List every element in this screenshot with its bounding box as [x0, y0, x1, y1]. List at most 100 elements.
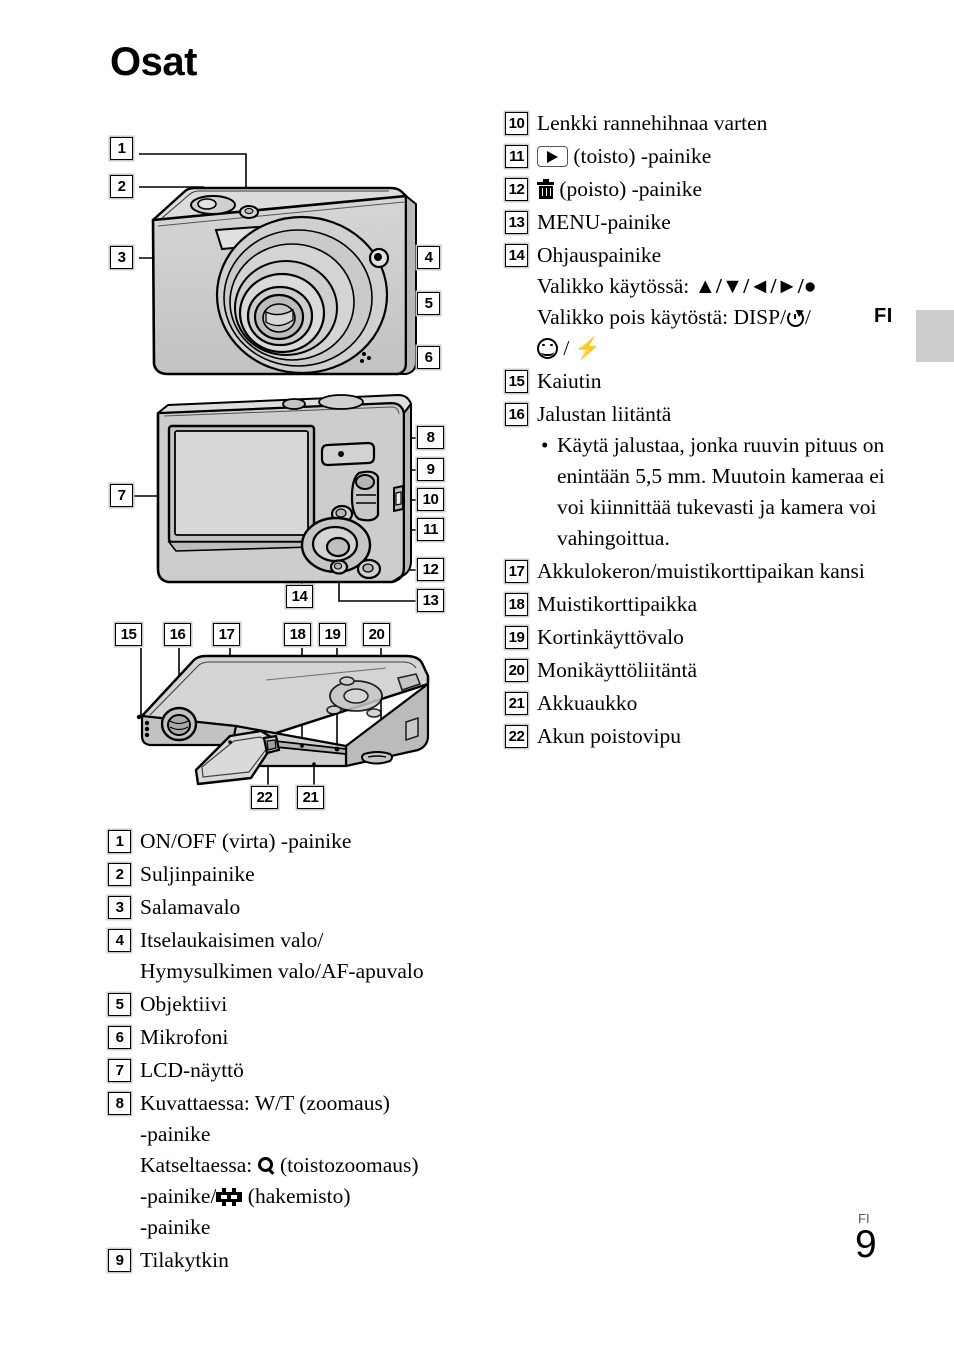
callout-15: 15: [115, 623, 142, 646]
callout-19: 19: [319, 623, 346, 646]
camera-bottom-view-figure: [106, 618, 466, 818]
zoom-button-index-line: -painike/ (hakemisto): [140, 1184, 351, 1208]
item-label: Tilakytkin: [140, 1248, 229, 1272]
item-label: Kaiutin: [537, 369, 602, 393]
item-label: Akun poistovipu: [537, 724, 681, 748]
list-item: 1 ON/OFF (virta) -painike: [108, 826, 488, 857]
item-label: (poisto) -painike: [537, 174, 885, 205]
flash-icon: ⚡: [574, 336, 601, 360]
list-item: 13 MENU-painike: [505, 207, 885, 238]
playback-zoom-icon: [257, 1157, 275, 1174]
camera-rear-right-edge: [391, 403, 412, 583]
item-number: 18: [505, 593, 528, 616]
list-item: 19 Kortinkäyttövalo: [505, 622, 885, 653]
language-tab-marker: [916, 310, 954, 362]
item-label: MENU-painike: [537, 210, 671, 234]
footer-language: FI: [858, 1211, 870, 1226]
list-item: 20 Monikäyttöliitäntä: [505, 655, 885, 686]
battery-card-cover: [194, 729, 278, 786]
callout-5: 5: [417, 292, 440, 315]
microphone-holes: [360, 352, 371, 363]
page-number: 9: [855, 1223, 877, 1266]
item-number: 21: [505, 692, 528, 715]
item-label: LCD-näyttö: [140, 1058, 244, 1082]
item-label: Kortinkäyttövalo: [537, 625, 684, 649]
menu-disabled-line: Valikko pois käytöstä: DISP//: [537, 305, 812, 329]
list-item: 17 Akkulokeron/muistikorttipaikan kansi: [505, 556, 885, 587]
callout-9: 9: [417, 458, 444, 481]
callout-21: 21: [297, 786, 324, 809]
callout-18: 18: [284, 623, 311, 646]
item-number: 5: [108, 993, 131, 1016]
callout-1: 1: [110, 137, 133, 160]
parts-list-left: 1 ON/OFF (virta) -painike 2 Suljinpainik…: [108, 826, 488, 1278]
lens-assembly: [215, 215, 389, 375]
item-label: Salamavalo: [140, 895, 241, 919]
zoom-button-playback-line: Katseltaessa: (toistozoomaus): [140, 1153, 419, 1177]
multi-connector: [361, 751, 393, 765]
smile-shutter-icon: [537, 338, 558, 359]
list-item: 3 Salamavalo: [108, 892, 488, 923]
callout-13: 13: [417, 589, 444, 612]
list-item: 6 Mikrofoni: [108, 1022, 488, 1053]
callout-2: 2: [110, 175, 133, 198]
item-label-line2: Hymysulkimen valo/AF-apuvalo: [140, 959, 424, 983]
callout-17: 17: [213, 623, 240, 646]
tripod-note-list: Käytä jalustaa, jonka ruuvin pituus on e…: [537, 430, 885, 554]
item-label-text: (poisto) -painike: [554, 177, 703, 201]
delete-trash-icon: [537, 179, 554, 199]
list-item: 10 Lenkki rannehihnaa varten: [505, 108, 885, 139]
item-number: 15: [505, 370, 528, 393]
list-item: 22 Akun poistovipu: [505, 721, 885, 752]
list-item: 4 Itselaukaisimen valo/ Hymysulkimen val…: [108, 925, 488, 987]
item-number: 22: [505, 725, 528, 748]
speaker-holes: [136, 714, 150, 738]
item-number: 3: [108, 896, 131, 919]
callout-12: 12: [417, 558, 444, 581]
list-item: 16 Jalustan liitäntä Käytä jalustaa, jon…: [505, 399, 885, 554]
item-number: 13: [505, 211, 528, 234]
item-label: (toisto) -painike: [537, 141, 885, 172]
zoom-button-shooting-line: Kuvattaessa: W/T (zoomaus): [140, 1091, 390, 1115]
list-item: 8 Kuvattaessa: W/T (zoomaus) -painike Ka…: [108, 1088, 488, 1243]
item-label: Objektiivi: [140, 992, 228, 1016]
callout-10: 10: [417, 488, 444, 511]
item-label: Mikrofoni: [140, 1025, 229, 1049]
item-number: 10: [505, 112, 528, 135]
item-number: 9: [108, 1249, 131, 1272]
camera-rear-view-figure: [106, 383, 466, 623]
lcd-screen: [174, 430, 309, 536]
zoom-button-index-line2: -painike: [140, 1215, 211, 1239]
list-item: 12 (poisto) -painike: [505, 174, 885, 205]
camera-bottom-illustration: [136, 648, 430, 796]
list-item: 9 Tilakytkin: [108, 1245, 488, 1276]
tripod-note: Käytä jalustaa, jonka ruuvin pituus on e…: [537, 430, 885, 554]
item-label: Suljinpainike: [140, 862, 255, 886]
callout-7: 7: [110, 484, 133, 507]
page-footer: FI 9: [855, 1212, 877, 1266]
callout-6: 6: [417, 346, 440, 369]
item-label: Akkulokeron/muistikorttipaikan kansi: [537, 559, 865, 583]
menu-disabled-line-2: / ⚡: [537, 333, 885, 364]
callout-22: 22: [251, 786, 278, 809]
callout-4: 4: [417, 246, 440, 269]
self-timer-icon: [786, 306, 806, 327]
item-label: Muistikorttipaikka: [537, 592, 698, 616]
item-label: Monikäyttöliitäntä: [537, 658, 698, 682]
tripod-socket-title: Jalustan liitäntä: [537, 402, 672, 426]
battery-slot-marker: [312, 762, 316, 766]
rear-shutter-button: [318, 394, 364, 410]
item-number: 6: [108, 1026, 131, 1049]
parts-list-right: 10 Lenkki rannehihnaa varten 11 (toisto)…: [505, 108, 885, 754]
zoom-button-shooting-line2: -painike: [140, 1122, 211, 1146]
item-label: Akkuaukko: [537, 691, 638, 715]
item-label: Jalustan liitäntä Käytä jalustaa, jonka …: [537, 399, 885, 554]
page-title: Osat: [110, 40, 197, 84]
camera-right-edge: [397, 195, 417, 375]
callout-3: 3: [110, 246, 133, 269]
item-number: 19: [505, 626, 528, 649]
item-number: 16: [505, 403, 528, 426]
item-number: 8: [108, 1092, 131, 1115]
camera-front-view-figure: [106, 132, 466, 392]
